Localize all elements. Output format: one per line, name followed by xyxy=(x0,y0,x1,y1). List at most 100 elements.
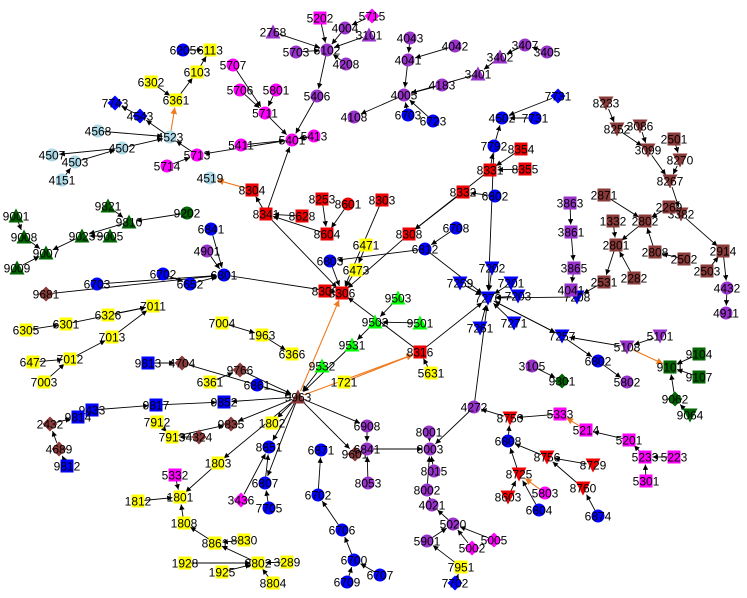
node-7203[interactable]: 7203 xyxy=(505,289,532,304)
node-2531[interactable]: 2531 xyxy=(591,275,618,289)
node-6301[interactable]: 6301 xyxy=(53,317,80,331)
node-1801[interactable]: 1801 xyxy=(167,490,194,504)
node-7011[interactable]: 7011 xyxy=(140,299,166,313)
node-7270[interactable]: 7270 xyxy=(475,291,502,306)
node-4519[interactable]: 4519 xyxy=(197,171,224,185)
node-6702[interactable]: 6702 xyxy=(305,488,332,502)
node-9817[interactable]: 9817 xyxy=(143,398,170,412)
node-7702[interactable]: 7702 xyxy=(442,575,469,591)
node-7259[interactable]: 7259 xyxy=(447,276,474,291)
node-2269[interactable]: 2269 xyxy=(656,200,683,214)
node-6706[interactable]: 6706 xyxy=(329,523,356,537)
node-3861[interactable]: 3861 xyxy=(558,225,585,239)
node-9433[interactable]: 9433 xyxy=(79,403,106,417)
node-7731[interactable]: 7731 xyxy=(522,111,549,125)
node-8309[interactable]: 8309 xyxy=(312,284,339,298)
node-5901[interactable]: 5901 xyxy=(414,534,441,548)
node-4432[interactable]: 4432 xyxy=(714,281,741,295)
node-2432[interactable]: 2432 xyxy=(37,416,64,432)
node-9502[interactable]: 9502 xyxy=(362,314,389,330)
node-4005[interactable]: 4005 xyxy=(391,88,418,102)
node-7705[interactable]: 7705 xyxy=(256,501,283,515)
node-1928[interactable]: 1928 xyxy=(172,556,199,570)
node-9766[interactable]: 9766 xyxy=(227,362,254,378)
node-3405[interactable]: 3405 xyxy=(534,45,561,59)
node-2503[interactable]: 2503 xyxy=(694,264,721,278)
node-1808[interactable]: 1808 xyxy=(171,516,198,530)
node-8332[interactable]: 8332 xyxy=(450,185,477,199)
node-6707[interactable]: 6707 xyxy=(367,568,394,582)
node-8253[interactable]: 8253 xyxy=(309,192,336,206)
node-6709[interactable]: 6709 xyxy=(334,575,361,589)
node-5801[interactable]: 5801 xyxy=(263,83,290,97)
node-7013[interactable]: 7013 xyxy=(99,330,126,344)
node-8001[interactable]: 8001 xyxy=(416,425,443,439)
node-7202[interactable]: 7202 xyxy=(479,261,506,276)
node-8355[interactable]: 8355 xyxy=(512,162,539,176)
node-1332[interactable]: 1332 xyxy=(600,214,627,228)
node-6205[interactable]: 6205 xyxy=(170,43,197,57)
node-4704[interactable]: 4704 xyxy=(169,355,196,371)
node-4689[interactable]: 4689 xyxy=(46,441,73,457)
node-7271[interactable]: 7271 xyxy=(501,316,528,331)
node-8308[interactable]: 8308 xyxy=(396,227,423,241)
node-9963[interactable]: 9963 xyxy=(285,389,312,405)
node-6708[interactable]: 6708 xyxy=(443,221,470,235)
node-6361[interactable]: 6361 xyxy=(197,375,224,389)
node-9501[interactable]: 9501 xyxy=(407,315,434,331)
node-8233[interactable]: 8233 xyxy=(593,96,620,111)
node-3102[interactable]: 3102 xyxy=(314,43,341,57)
node-9202[interactable]: 9202 xyxy=(174,206,201,220)
node-5703[interactable]: 5703 xyxy=(283,45,310,59)
node-3402[interactable]: 3402 xyxy=(487,49,514,65)
node-8002[interactable]: 8002 xyxy=(414,483,441,497)
node-9813[interactable]: 9813 xyxy=(135,356,162,370)
node-5332[interactable]: 5332 xyxy=(162,468,189,482)
node-2502[interactable]: 2502 xyxy=(671,252,698,266)
node-5631[interactable]: 5631 xyxy=(418,366,445,380)
node-3436[interactable]: 3436 xyxy=(228,492,255,508)
node-5714[interactable]: 5714 xyxy=(154,159,181,173)
node-9835[interactable]: 9835 xyxy=(218,416,245,432)
node-6802[interactable]: 6802 xyxy=(585,354,612,368)
node-8306[interactable]: 8306 xyxy=(329,286,356,300)
node-5201[interactable]: 5201 xyxy=(616,433,643,447)
node-9814[interactable]: 9814 xyxy=(65,410,92,424)
node-1721[interactable]: 1721 xyxy=(331,375,358,389)
node-8603[interactable]: 8603 xyxy=(495,490,522,505)
node-9007[interactable]: 9007 xyxy=(33,245,60,261)
node-6808[interactable]: 6808 xyxy=(495,434,522,448)
node-8802[interactable]: 8802 xyxy=(245,556,272,570)
node-8267[interactable]: 8267 xyxy=(657,174,684,189)
node-7731[interactable]: 7731 xyxy=(545,88,572,104)
node-7261[interactable]: 7261 xyxy=(467,321,494,336)
node-8354[interactable]: 8354 xyxy=(508,142,535,156)
node-6723[interactable]: 6723 xyxy=(420,114,447,128)
node-5020[interactable]: 5020 xyxy=(440,517,467,531)
node-8604[interactable]: 8604 xyxy=(314,227,341,241)
node-8861[interactable]: 8861 xyxy=(202,536,229,550)
node-5101[interactable]: 5101 xyxy=(647,329,674,344)
node-5715[interactable]: 5715 xyxy=(359,8,386,24)
node-8601[interactable]: 8601 xyxy=(335,197,362,211)
node-9023[interactable]: 9023 xyxy=(69,228,96,244)
node-8015[interactable]: 8015 xyxy=(421,464,448,478)
node-4208[interactable]: 4208 xyxy=(333,57,360,71)
node-7792[interactable]: 7792 xyxy=(481,139,508,153)
node-8750[interactable]: 8750 xyxy=(497,411,524,426)
node-5411[interactable]: 5411 xyxy=(228,138,254,152)
node-6841[interactable]: 6841 xyxy=(354,442,381,456)
node-8003[interactable]: 8003 xyxy=(417,442,444,456)
node-7951[interactable]: 7951 xyxy=(448,560,475,574)
node-6113[interactable]: 6113 xyxy=(197,43,223,57)
node-3101[interactable]: 3101 xyxy=(356,27,383,43)
node-6702[interactable]: 6702 xyxy=(150,267,177,281)
node-8756[interactable]: 8756 xyxy=(534,450,561,465)
node-8316[interactable]: 8316 xyxy=(407,345,434,359)
node-7201[interactable]: 7201 xyxy=(498,276,525,291)
node-9009[interactable]: 9009 xyxy=(4,260,31,276)
node-4568[interactable]: 4568 xyxy=(85,124,112,138)
node-4543[interactable]: 4543 xyxy=(127,108,154,124)
node-9064[interactable]: 9064 xyxy=(677,408,704,423)
node-5413[interactable]: 5413 xyxy=(301,129,328,143)
